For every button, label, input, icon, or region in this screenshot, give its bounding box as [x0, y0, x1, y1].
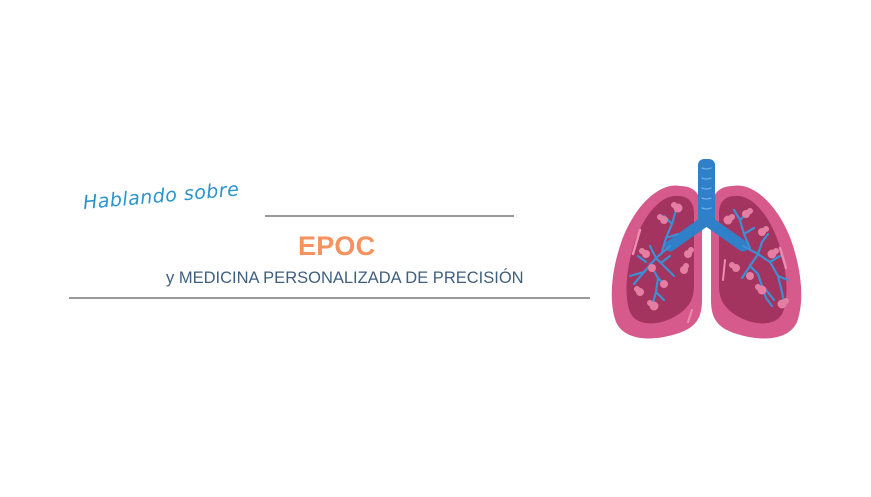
lungs-icon [600, 150, 815, 350]
banner-subtitle: y MEDICINA PERSONALIZADA DE PRECISIÓN [166, 269, 524, 287]
kicker-text: Hablando sobre [82, 178, 241, 214]
banner-title: EPOC [298, 231, 376, 261]
bottom-divider [69, 297, 590, 299]
top-divider [265, 215, 514, 217]
